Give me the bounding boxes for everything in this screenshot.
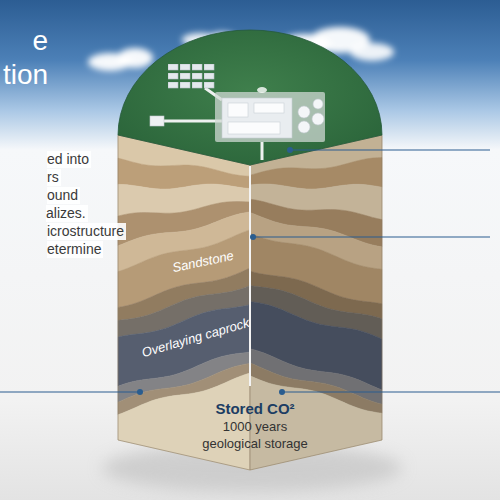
text-fragment: ed into bbox=[47, 151, 91, 168]
plant-building bbox=[222, 98, 292, 138]
cloud bbox=[350, 43, 394, 61]
ground-surface bbox=[118, 30, 382, 165]
leader-line bbox=[0, 391, 140, 392]
leader-line bbox=[253, 236, 490, 237]
plant-building bbox=[228, 122, 280, 134]
text-fragment: alizes. bbox=[46, 205, 88, 222]
storage-note: geological storage bbox=[202, 436, 308, 452]
rock-faces bbox=[118, 135, 382, 470]
leader-dot bbox=[250, 234, 256, 240]
text-fragment: icrostructure bbox=[47, 223, 126, 240]
tank bbox=[298, 121, 310, 133]
small-building bbox=[150, 116, 164, 126]
tank bbox=[312, 113, 324, 125]
plant-building bbox=[254, 103, 284, 113]
title: e tion bbox=[3, 24, 48, 92]
cloud bbox=[117, 48, 153, 68]
plant-building bbox=[228, 103, 248, 117]
leader-dot bbox=[287, 147, 293, 153]
leader-line bbox=[282, 391, 500, 392]
leader-line bbox=[290, 149, 490, 150]
solar-array bbox=[168, 64, 216, 91]
steam bbox=[257, 87, 267, 93]
leader-dot bbox=[137, 389, 143, 395]
storage-heading: Stored CO² bbox=[215, 400, 294, 418]
facility bbox=[150, 64, 325, 160]
leader-dot bbox=[279, 389, 285, 395]
plant-pad bbox=[215, 92, 325, 142]
layer-name: Sandstone bbox=[171, 248, 235, 276]
text-fragment: etermine bbox=[47, 241, 103, 258]
injection-well bbox=[249, 166, 251, 386]
text-fragment: ound bbox=[47, 187, 80, 204]
leader-lines bbox=[0, 147, 500, 395]
text-fragment: rs bbox=[47, 169, 61, 186]
tank bbox=[298, 106, 310, 118]
layer-name: Overlaying caprock bbox=[140, 315, 251, 361]
storage-note: 1000 years bbox=[223, 419, 287, 435]
tank bbox=[313, 99, 323, 109]
